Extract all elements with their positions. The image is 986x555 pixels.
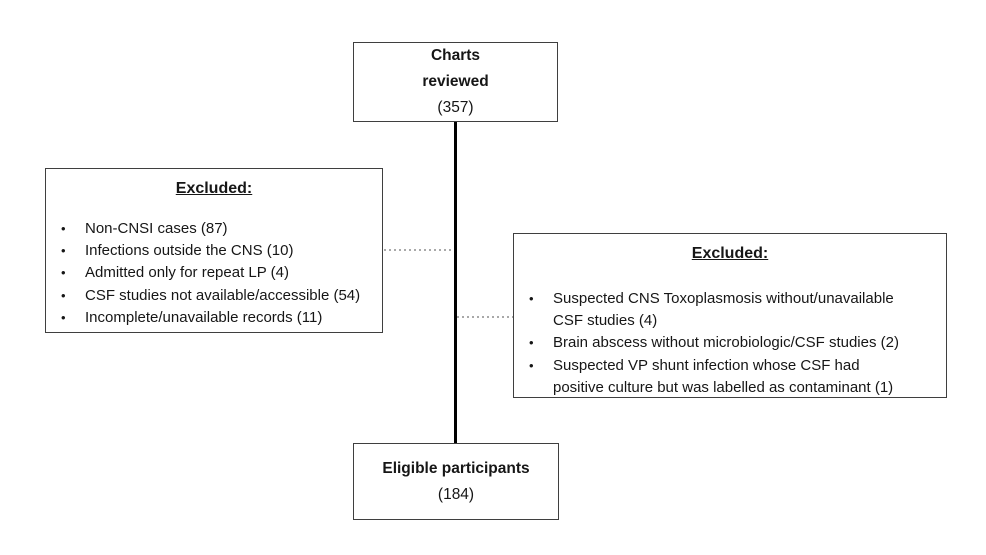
list-item: • Suspected CNS Toxoplasmosis without/un… <box>529 288 940 332</box>
excluded-right-box: Excluded: • Suspected CNS Toxoplasmosis … <box>513 233 947 398</box>
excluded-left-item-text: Admitted only for repeat LP (4) <box>85 264 289 282</box>
dotted-connector-right <box>457 316 513 318</box>
eligible-participants-box: Eligible participants (184) <box>353 443 559 520</box>
excluded-left-item-text: Non-CNSI cases (87) <box>85 220 228 237</box>
excluded-left-heading: Excluded: <box>175 180 253 197</box>
excluded-right-list: • Suspected CNS Toxoplasmosis without/un… <box>514 288 946 399</box>
bullet-icon: • <box>529 357 534 373</box>
excluded-right-item-text: Suspected VP shunt infection whose CSF h… <box>553 355 893 399</box>
list-item: • Admitted only for repeat LP (4) <box>61 262 376 284</box>
item-line: positive culture but was labelled as con… <box>553 378 894 396</box>
excluded-left-item-text: CSF studies not available/accessible (54… <box>85 286 361 304</box>
bullet-icon: • <box>529 335 534 351</box>
excluded-right-item-text: Suspected CNS Toxoplasmosis without/unav… <box>553 288 894 332</box>
bullet-icon: • <box>61 309 66 325</box>
bullet-icon: • <box>61 243 66 259</box>
item-line: CSF studies (4) <box>553 312 658 330</box>
bullet-icon: • <box>61 221 66 236</box>
charts-reviewed-title-line2: reviewed <box>422 73 489 90</box>
item-line: Suspected VP shunt infection whose CSF h… <box>553 356 860 374</box>
dotted-connector-left <box>384 249 454 251</box>
item-line: Brain abscess without microbiologic/CSF … <box>553 334 899 352</box>
bullet-icon: • <box>529 291 534 306</box>
list-item: • Brain abscess without microbiologic/CS… <box>529 332 940 354</box>
charts-reviewed-title-line1: Charts <box>430 47 481 64</box>
excluded-left-item-text: Infections outside the CNS (10) <box>85 242 294 260</box>
excluded-left-list: • Non-CNSI cases (87) • Infections outsi… <box>46 218 382 329</box>
excluded-left-item-text: Incomplete/unavailable records (11) <box>85 308 323 326</box>
eligible-participants-title: Eligible participants <box>382 459 530 477</box>
bullet-icon: • <box>61 287 66 303</box>
excluded-right-heading: Excluded: <box>691 245 769 262</box>
list-item: • Incomplete/unavailable records (11) <box>61 307 376 329</box>
eligible-participants-count: (184) <box>437 485 475 503</box>
charts-reviewed-box: Charts reviewed (357) <box>353 42 558 122</box>
list-item: • CSF studies not available/accessible (… <box>61 285 376 307</box>
item-line: Suspected CNS Toxoplasmosis without/unav… <box>553 290 894 307</box>
list-item: • Suspected VP shunt infection whose CSF… <box>529 355 940 399</box>
list-item: • Infections outside the CNS (10) <box>61 240 376 262</box>
bullet-icon: • <box>61 265 66 281</box>
excluded-left-box: Excluded: • Non-CNSI cases (87) • Infect… <box>45 168 383 333</box>
excluded-right-item-text: Brain abscess without microbiologic/CSF … <box>553 332 899 354</box>
list-item: • Non-CNSI cases (87) <box>61 218 376 240</box>
vertical-connector-line <box>454 121 457 443</box>
charts-reviewed-count: (357) <box>437 99 474 116</box>
